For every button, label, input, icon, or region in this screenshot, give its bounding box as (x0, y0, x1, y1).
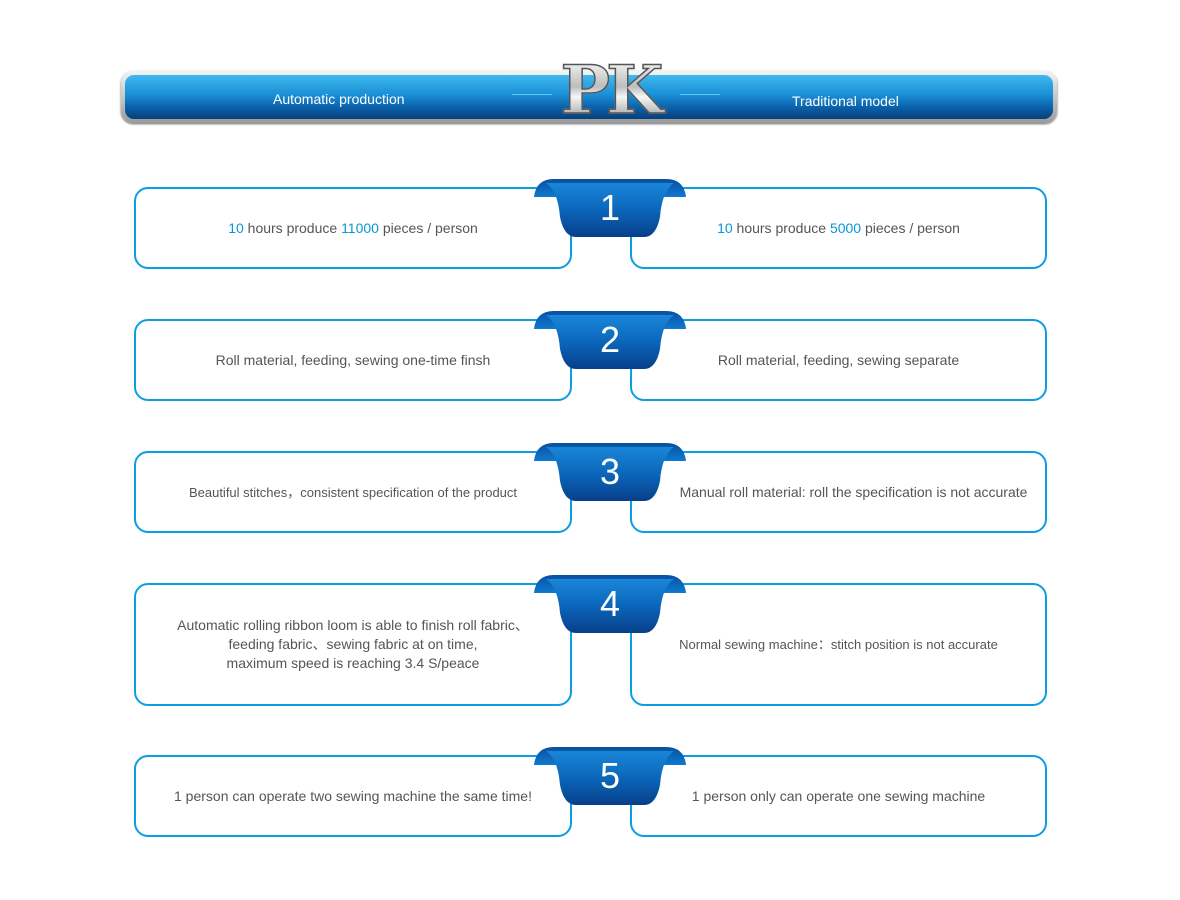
row-1-left-text: 10 hours produce 11000 pieces / person (228, 219, 478, 236)
pk-logo: PK (540, 55, 680, 125)
ribbon-5: 5 (532, 745, 688, 807)
row-4-left-line: Automatic rolling ribbon loom is able to… (177, 617, 529, 633)
ribbon-number: 1 (599, 187, 621, 228)
row-4-right-box: Normal sewing machine：stitch position is… (630, 583, 1047, 706)
row-4-left-line: feeding fabric、sewing fabric at on time, (228, 636, 478, 652)
row-1-right-text: 10 hours produce 5000 pieces / person (717, 219, 960, 236)
ribbon-number: 2 (599, 319, 621, 360)
row-5-right-box: 1 person only can operate one sewing mac… (630, 755, 1047, 837)
row-4-right-text: Normal sewing machine：stitch position is… (679, 637, 998, 652)
ribbon-number: 4 (599, 583, 621, 624)
header-bar-inner: Automatic production Traditional model (125, 75, 1053, 119)
row-5-left-text: 1 person can operate two sewing machine … (174, 787, 532, 804)
row-1-right-box: 10 hours produce 5000 pieces / person (630, 187, 1047, 269)
automatic-production-label: Automatic production (273, 91, 405, 107)
row-1-left-box: 10 hours produce 11000 pieces / person (134, 187, 572, 269)
ribbon-4: 4 (532, 573, 688, 635)
row-5-left-box: 1 person can operate two sewing machine … (134, 755, 572, 837)
ribbon-number: 3 (599, 451, 621, 492)
row-2-right-box: Roll material, feeding, sewing separate (630, 319, 1047, 401)
row-5-right-text: 1 person only can operate one sewing mac… (691, 787, 986, 804)
row-3-left-box: Beautiful stitches，consistent specificat… (134, 451, 572, 533)
ribbon-2: 2 (532, 309, 688, 371)
wave-line-left (512, 94, 552, 95)
wave-line-right (680, 94, 720, 95)
ribbon-3: 3 (532, 441, 688, 503)
row-2-left-box: Roll material, feeding, sewing one-time … (134, 319, 572, 401)
row-2-right-text: Roll material, feeding, sewing separate (717, 351, 960, 368)
ribbon-1: 1 (532, 177, 688, 239)
header-bar: Automatic production Traditional model (121, 71, 1057, 123)
ribbon-number: 5 (599, 755, 621, 796)
row-3-right-text: Manual roll material: roll the specifica… (679, 483, 1028, 500)
row-3-right-box: Manual roll material: roll the specifica… (630, 451, 1047, 533)
row-4-left-box: Automatic rolling ribbon loom is able to… (134, 583, 572, 706)
row-4-left-line: maximum speed is reaching 3.4 S/peace (226, 655, 480, 671)
traditional-model-label: Traditional model (792, 93, 899, 109)
row-4-left-text: Automatic rolling ribbon loom is able to… (177, 616, 529, 673)
row-3-left-text: Beautiful stitches，consistent specificat… (188, 484, 518, 500)
row-2-left-text: Roll material, feeding, sewing one-time … (215, 351, 491, 368)
